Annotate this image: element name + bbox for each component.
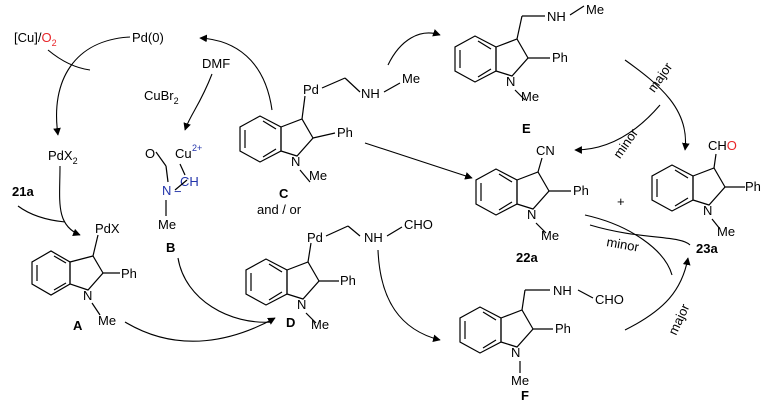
svg-text:N: N bbox=[527, 207, 536, 222]
svg-text:Ph: Ph bbox=[340, 273, 356, 288]
plus-sign: + bbox=[617, 194, 625, 209]
svg-text:Ph: Ph bbox=[573, 183, 589, 198]
arrow-C-to-E bbox=[387, 29, 441, 66]
dmf-label: DMF bbox=[202, 56, 230, 71]
arrow-F-to-23a-major bbox=[624, 257, 691, 331]
svg-text:Me: Me bbox=[717, 224, 735, 239]
svg-text:Ph: Ph bbox=[121, 266, 137, 281]
svg-text:Ph: Ph bbox=[745, 179, 761, 194]
svg-text:Me: Me bbox=[309, 168, 327, 183]
arrow-pd0-to-pdx2 bbox=[53, 36, 131, 136]
structure-23a: CHO Ph N Me bbox=[651, 138, 761, 239]
svg-text:Me: Me bbox=[158, 217, 176, 232]
svg-text:N: N bbox=[162, 183, 171, 198]
structure-C: Pd NH Me Ph N Me bbox=[239, 71, 420, 183]
arrow-D-to-F bbox=[377, 249, 441, 343]
svg-text:Ph: Ph bbox=[337, 125, 353, 140]
svg-text:Me: Me bbox=[98, 313, 116, 328]
svg-text:−: − bbox=[174, 184, 182, 199]
svg-text:CH: CH bbox=[180, 174, 199, 189]
svg-text:N: N bbox=[511, 345, 520, 360]
compound-23a-label: 23a bbox=[696, 241, 718, 256]
svg-text:Pd: Pd bbox=[303, 82, 319, 97]
arrow-pdx2-to-A bbox=[59, 165, 81, 236]
svg-text:CHO: CHO bbox=[404, 217, 433, 232]
arrow-E-to-22a-minor bbox=[574, 104, 661, 154]
svg-text:NH: NH bbox=[547, 9, 566, 24]
arrow-A-to-D bbox=[124, 317, 276, 342]
pdx2-label: PdX2 bbox=[48, 148, 78, 166]
structure-F: NH CHO Ph N Me bbox=[459, 283, 624, 388]
label-major-bottom: major bbox=[665, 301, 693, 337]
cu-o2-label: [Cu]/O2 bbox=[14, 30, 57, 48]
label-minor-bottom: minor bbox=[605, 234, 640, 255]
svg-text:N: N bbox=[83, 288, 92, 303]
svg-text:CHO: CHO bbox=[708, 138, 737, 153]
svg-text:NH: NH bbox=[364, 230, 383, 245]
svg-text:CN: CN bbox=[536, 143, 555, 158]
compound-F-label: F bbox=[521, 388, 529, 403]
arrow-dmf-to-B bbox=[183, 73, 213, 131]
arrow-21a-in bbox=[17, 205, 66, 223]
svg-text:CuBr2: CuBr2 bbox=[144, 88, 179, 106]
svg-text:Pd: Pd bbox=[307, 230, 323, 245]
compound-21a-label: 21a bbox=[12, 184, 34, 199]
structure-A: PdX Ph N Me bbox=[31, 221, 137, 328]
svg-text:Me: Me bbox=[511, 373, 529, 388]
compound-C-label: C bbox=[279, 186, 289, 201]
svg-text:N: N bbox=[703, 203, 712, 218]
svg-text:PdX: PdX bbox=[95, 221, 120, 236]
svg-text:Cu: Cu bbox=[175, 146, 192, 161]
svg-text:Me: Me bbox=[521, 89, 539, 104]
svg-text:N: N bbox=[291, 154, 300, 169]
arrow-cu-o2 bbox=[47, 49, 91, 71]
and-or-label: and / or bbox=[257, 202, 302, 217]
svg-text:O: O bbox=[145, 146, 155, 161]
cubr2-label: CuBr2 bbox=[144, 88, 179, 106]
svg-text:Ph: Ph bbox=[552, 50, 568, 65]
structure-22a: CN Ph N Me bbox=[475, 143, 589, 243]
svg-text:PdX2: PdX2 bbox=[48, 148, 78, 166]
arrow-C-to-pd0 bbox=[199, 34, 273, 111]
label-major-top: major bbox=[644, 59, 675, 95]
svg-text:NH: NH bbox=[361, 86, 380, 101]
pd0-label: Pd(0) bbox=[132, 30, 164, 45]
label-minor-top: minor bbox=[610, 125, 641, 161]
arrow-E-to-23a-major bbox=[624, 59, 690, 151]
svg-text:NH: NH bbox=[553, 283, 572, 298]
svg-text:Me: Me bbox=[311, 317, 329, 332]
compound-D-label: D bbox=[286, 315, 295, 330]
compound-E-label: E bbox=[522, 121, 531, 136]
svg-text:N: N bbox=[297, 297, 306, 312]
arrow-22a-to-23a-minor bbox=[589, 224, 691, 246]
arrow-22a-to-F-minor bbox=[584, 214, 673, 276]
svg-text:Me: Me bbox=[586, 2, 604, 17]
svg-text:2+: 2+ bbox=[192, 143, 202, 153]
compound-B-label: B bbox=[166, 240, 175, 255]
compound-22a-label: 22a bbox=[516, 250, 538, 265]
arrow-B-to-D bbox=[177, 257, 273, 323]
svg-text:Me: Me bbox=[402, 71, 420, 86]
structure-D: Pd NH CHO Ph N Me bbox=[245, 217, 433, 332]
structure-E: NH Me Ph N Me bbox=[454, 2, 604, 104]
structure-B: O N − Me Cu 2+ CH bbox=[145, 143, 202, 232]
compound-A-label: A bbox=[73, 318, 83, 333]
svg-text:[Cu]/O2: [Cu]/O2 bbox=[14, 30, 57, 48]
svg-text:Me: Me bbox=[541, 228, 559, 243]
svg-text:N: N bbox=[506, 74, 515, 89]
svg-text:Ph: Ph bbox=[555, 321, 571, 336]
arrow-C-to-22a bbox=[364, 142, 473, 180]
svg-text:CHO: CHO bbox=[595, 292, 624, 307]
